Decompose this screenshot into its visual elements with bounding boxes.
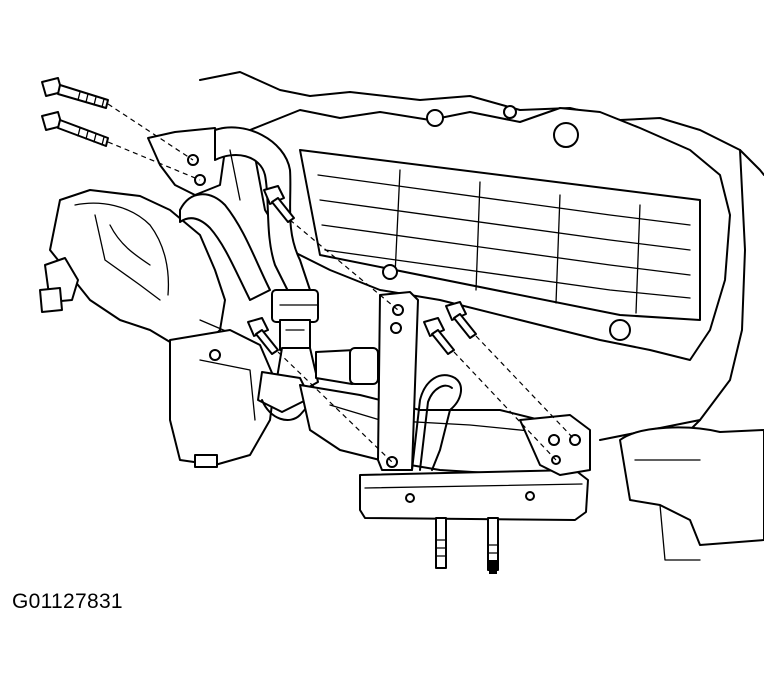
support-bracket (377, 291, 419, 471)
intake-manifold (39, 189, 236, 351)
studs (435, 517, 499, 574)
fitting-assembly (257, 289, 379, 421)
bolt-small-1 (247, 317, 279, 355)
figure-id-label: G01127831 (12, 590, 123, 613)
hose (179, 126, 311, 301)
bolt-small-4 (263, 185, 295, 223)
bolt-small-3 (445, 301, 477, 339)
bolt-upper (41, 77, 109, 109)
oil-tube (411, 374, 462, 471)
lower-block (169, 329, 276, 468)
bolt-small-2 (423, 317, 455, 355)
bolt-lower (41, 111, 109, 147)
alignment-lines (107, 103, 576, 463)
engine-block (199, 71, 764, 561)
right-flange (519, 414, 591, 476)
flange-plate (359, 469, 589, 521)
bracket-top (147, 127, 226, 196)
valve-cover (249, 105, 731, 361)
